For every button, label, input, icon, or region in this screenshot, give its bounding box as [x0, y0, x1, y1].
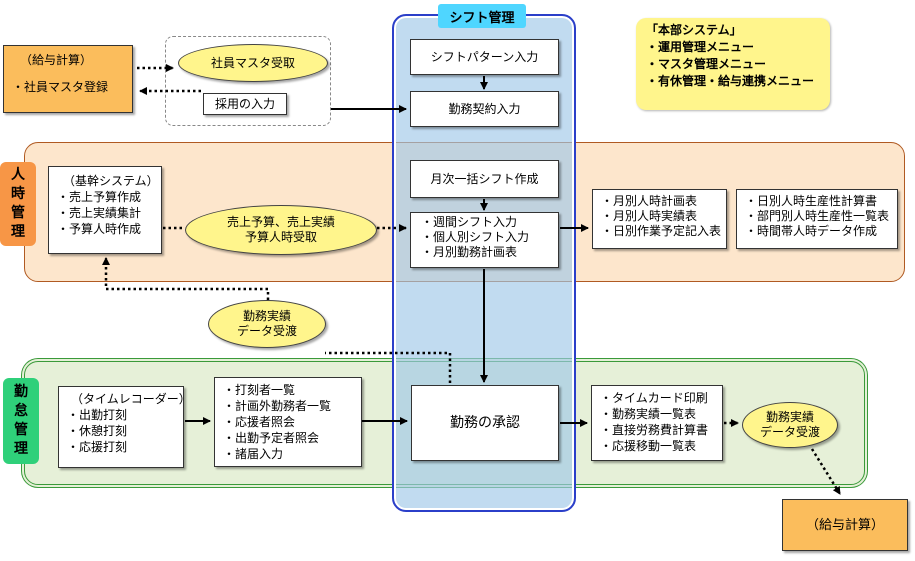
uriage-ellipse[interactable]: 売上予算、売上実績 予算人時受取 — [185, 205, 377, 255]
monthly-line: ・日別作業予定記入表 — [601, 224, 722, 238]
honbu-system-note: 「本部システム」 ・運用管理メニュー ・マスタ管理メニュー ・有休管理・給与連携… — [636, 18, 830, 110]
uriage-line: 売上予算、売上実績 — [226, 215, 335, 229]
monthly-reports-box[interactable]: ・月別人時計画表 ・月別人時実績表 ・日別作業予定記入表 — [592, 189, 727, 249]
shift-pattern-box[interactable]: シフトパターン入力 — [410, 39, 559, 75]
getsuji-box[interactable]: 月次一括シフト作成 — [410, 160, 559, 198]
lists-line: ・出勤予定者照会 — [223, 431, 320, 445]
weekly-line: ・週間シフト入力 — [421, 215, 518, 229]
kinmu-data-ellipse-left[interactable]: 勤務実績 データ受渡 — [208, 300, 326, 348]
kyuyo-bottom-box[interactable]: （給与計算） — [782, 499, 908, 551]
monthly-line: ・月別人時実績表 — [601, 209, 698, 223]
kyuyo-top-line: ・社員マスタ登録 — [12, 80, 109, 94]
timerec-line: ・出勤打刻 — [67, 408, 128, 422]
timecard-box[interactable]: ・タイムカード印刷 ・勤務実績一覧表 ・直接労務費計算書 ・応援移動一覧表 — [591, 385, 723, 461]
kikan-system-box[interactable]: （基幹システム） ・売上予算作成 ・売上実績集計 ・予算人時作成 — [48, 166, 162, 254]
kintai-label-text: 勤 怠 管 理 — [14, 384, 28, 457]
kinmu-data-left-line: 勤務実績 — [242, 309, 291, 323]
daily-line: ・時間帯人時データ作成 — [745, 224, 878, 238]
daily-line: ・日別人時生産性計算書 — [745, 194, 878, 208]
arrow-shounin-to-kikan — [325, 351, 452, 383]
timecard-line: ・応援移動一覧表 — [600, 439, 697, 453]
saiyou-box[interactable]: 採用の入力 — [203, 93, 287, 115]
kinmu-data-left-line: データ受渡 — [236, 324, 297, 338]
weekly-line: ・月別勤務計画表 — [421, 245, 518, 259]
kikan-line: ・予算人時作成 — [57, 222, 142, 236]
lists-line: ・打刻者一覧 — [223, 383, 296, 397]
kikan-line: ・売上実績集計 — [57, 206, 142, 220]
weekly-shift-box[interactable]: ・週間シフト入力 ・個人別シフト入力 ・月別勤務計画表 — [410, 212, 559, 268]
timecard-line: ・直接労務費計算書 — [600, 423, 709, 437]
lists-line: ・応援者照会 — [223, 415, 296, 429]
daily-reports-box[interactable]: ・日別人時生産性計算書 ・部門別人時生産性一覧表 ・時間帯人時データ作成 — [736, 189, 898, 249]
dakoku-lists-box[interactable]: ・打刻者一覧 ・計画外勤務者一覧 ・応援者照会 ・出勤予定者照会 ・諸届入力 — [214, 377, 362, 467]
kinmu-keiyaku-box[interactable]: 勤務契約入力 — [410, 91, 559, 127]
hire-group — [165, 36, 331, 126]
monthly-line: ・月別人時計画表 — [601, 194, 698, 208]
timerec-line: ・休憩打刻 — [67, 424, 128, 438]
jinji-label: 人 時 管 理 — [0, 162, 36, 246]
timerec-line: ・応援打刻 — [67, 440, 128, 454]
kyuyo-top-line: （給与計算） — [20, 53, 93, 67]
lists-line: ・計画外勤務者一覧 — [223, 399, 332, 413]
arrow-data-to-kyuyo — [810, 448, 842, 495]
timecard-line: ・タイムカード印刷 — [600, 391, 708, 405]
uriage-line: 予算人時受取 — [244, 230, 317, 244]
kinmu-shounin-box[interactable]: 勤務の承認 — [411, 385, 559, 461]
timecard-line: ・勤務実績一覧表 — [600, 407, 697, 421]
lists-line: ・諸届入力 — [223, 447, 284, 461]
kyuyo-top-box[interactable]: （給与計算） ・社員マスタ登録 — [3, 45, 133, 113]
kintai-label: 勤 怠 管 理 — [3, 378, 39, 464]
honbu-line: ・マスタ管理メニュー — [646, 57, 767, 71]
shain-master-ellipse[interactable]: 社員マスタ受取 — [178, 44, 328, 82]
kinmu-data-right-line: 勤務実績 — [765, 410, 814, 424]
weekly-line: ・個人別シフト入力 — [421, 230, 530, 244]
honbu-line: ・運用管理メニュー — [646, 40, 755, 54]
honbu-line: ・有休管理・給与連携メニュー — [646, 74, 815, 88]
kinmu-data-ellipse-right[interactable]: 勤務実績 データ受渡 — [742, 402, 838, 448]
honbu-line: 「本部システム」 — [646, 23, 742, 37]
daily-line: ・部門別人時生産性一覧表 — [745, 209, 890, 223]
kikan-line: （基幹システム） — [63, 174, 159, 188]
kinmu-data-right-line: データ受渡 — [759, 425, 820, 439]
kikan-line: ・売上予算作成 — [57, 190, 142, 204]
arrow-data-to-kikan — [102, 257, 270, 300]
jinji-label-text: 人 時 管 理 — [11, 167, 25, 240]
shift-title: シフト管理 — [438, 4, 526, 28]
timerec-line: （タイムレコーダー） — [71, 392, 191, 406]
timerecorder-box[interactable]: （タイムレコーダー） ・出勤打刻 ・休憩打刻 ・応援打刻 — [58, 386, 191, 468]
